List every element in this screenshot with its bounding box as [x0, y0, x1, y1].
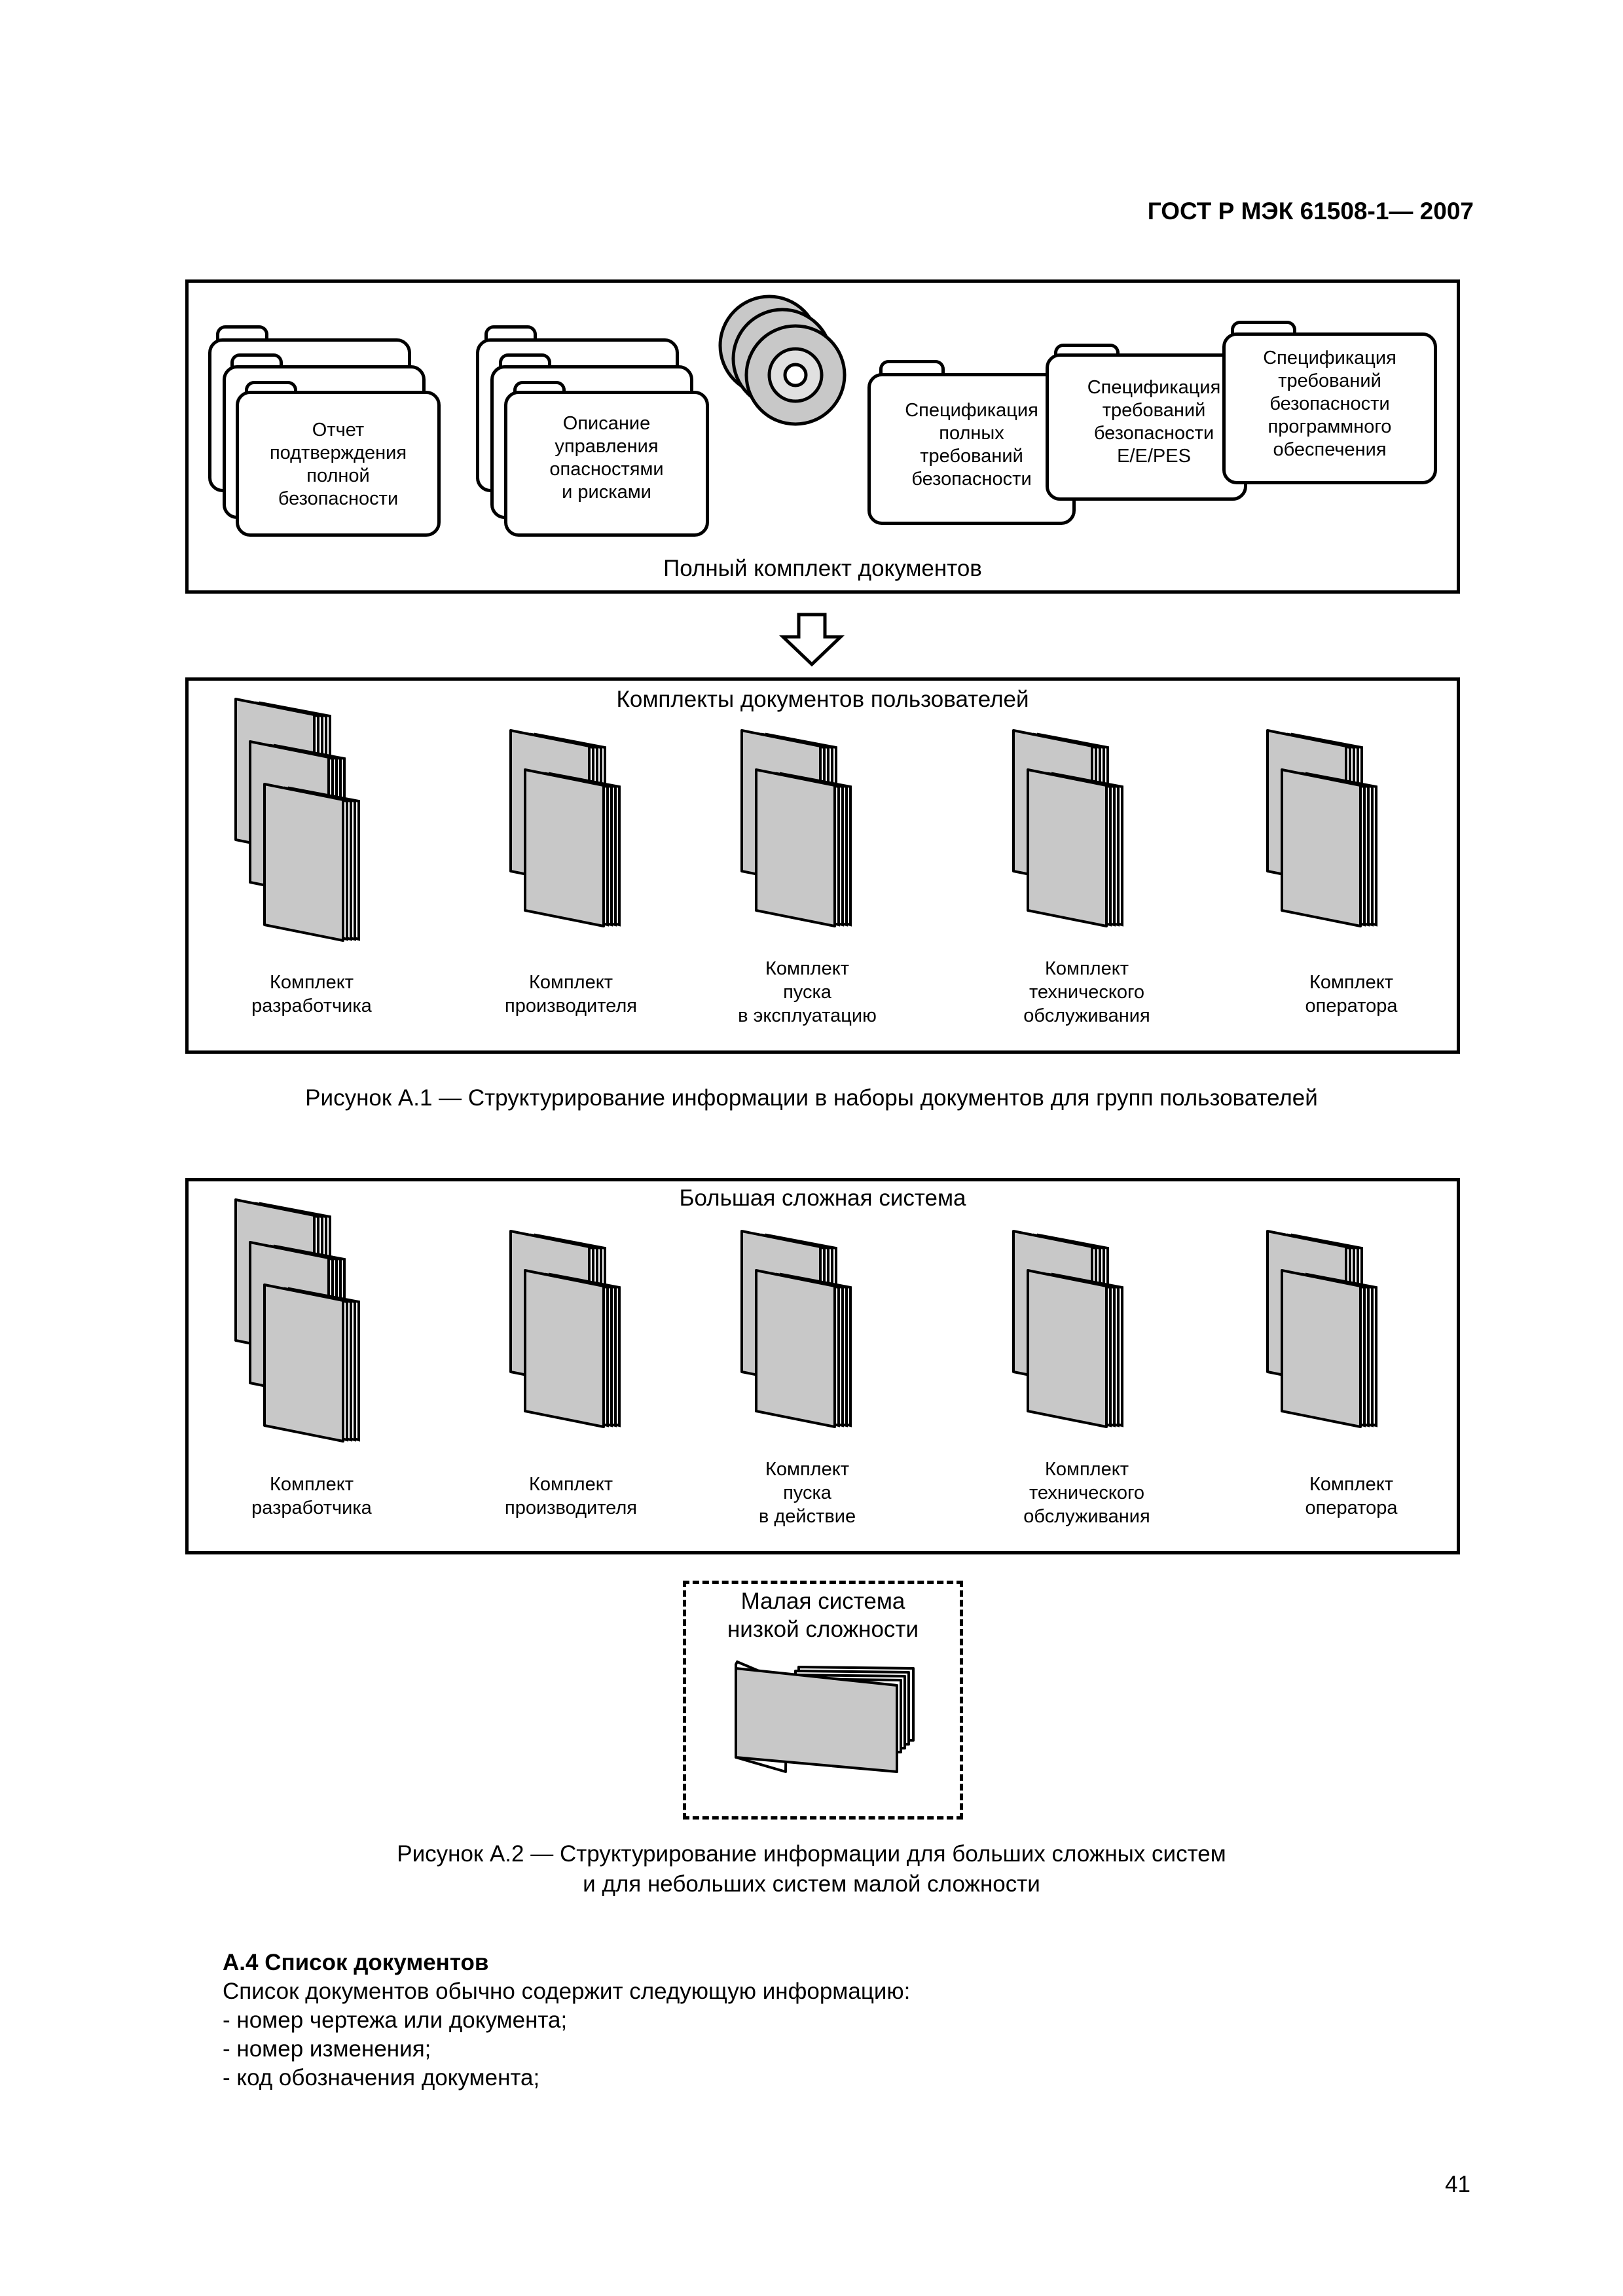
document-header: ГОСТ Р МЭК 61508-1— 2007: [1147, 198, 1474, 224]
list-item: - номер изменения;: [223, 2036, 431, 2062]
binder-stack-developer-icon: [234, 1198, 360, 1443]
binder-stack-operator-icon: [1266, 729, 1377, 927]
full-set-caption: Полный комплект документов: [663, 556, 982, 581]
binder-stack-commissioning-icon: [740, 729, 852, 927]
small-system-title: Малая система низкой сложности: [727, 1588, 919, 1642]
binder-stack-commissioning-icon: [740, 1230, 852, 1428]
large-system-title: Большая сложная система: [679, 1185, 966, 1211]
section-intro: Список документов обычно содержит следую…: [223, 1979, 911, 2004]
binder-stack-developer-icon: [234, 698, 360, 942]
folder-label: Спецификация полных требований безопасно…: [905, 400, 1038, 490]
user-document-sets-box: [185, 677, 1460, 1054]
binder-stack-maintenance-icon: [1012, 729, 1123, 927]
small-system-box: [683, 1581, 963, 1820]
large-system-box: [185, 1178, 1460, 1554]
folder-label: Спецификация требований безопасности E/E…: [1087, 377, 1221, 467]
section-heading: А.4 Список документов: [223, 1950, 489, 1975]
list-item: - код обозначения документа;: [223, 2065, 540, 2090]
full-document-set-box: [185, 279, 1460, 594]
folder-label: Описание управления опасностями и рискам…: [549, 413, 664, 503]
down-arrow-icon: [778, 613, 845, 667]
small-binder-icon: [735, 1660, 915, 1773]
binder-stack-operator-icon: [1266, 1230, 1377, 1428]
disc-stack-icon: [718, 295, 847, 426]
binder-stack-manufacturer-icon: [509, 729, 621, 927]
figure-a2-caption: Рисунок А.2 — Структурирование информаци…: [397, 1841, 1226, 1897]
page-number: 41: [1445, 2172, 1470, 2197]
folder-label: Спецификация требований безопасности про…: [1263, 348, 1396, 460]
figure-a1-caption: Рисунок А.1 — Структурирование информаци…: [305, 1085, 1318, 1111]
folder-label: Отчет подтверждения полной безопасности: [269, 420, 407, 509]
user-sets-title: Комплекты документов пользователей: [616, 687, 1029, 712]
binder-stack-manufacturer-icon: [509, 1230, 621, 1428]
binder-stack-maintenance-icon: [1012, 1230, 1123, 1428]
list-item: - номер чертежа или документа;: [223, 2007, 568, 2033]
